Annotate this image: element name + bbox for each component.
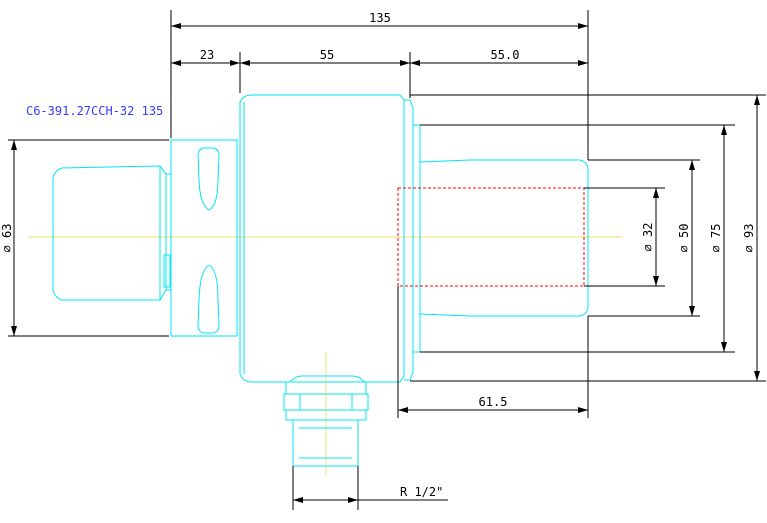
centerlines [28,236,622,475]
dim-thread: R 1/2" [400,485,443,499]
dim-bore-depth: 61.5 [479,395,508,409]
dim-dia-body: ⌀ 93 [742,224,756,253]
dim-shank-length: 23 [200,48,214,62]
dimension-lines [8,10,766,510]
dim-dia-shank: ⌀ 63 [0,224,14,253]
dim-dia-flange: ⌀ 75 [709,224,723,253]
part-outline [52,94,589,467]
dimension-arrows [11,23,760,503]
dim-dia-front: ⌀ 50 [677,224,691,253]
dim-body-length: 55 [320,48,334,62]
dim-dia-bore: ⌀ 32 [641,223,655,252]
hidden-bore [397,187,585,287]
dim-front-length: 55.0 [491,48,520,62]
dim-overall-length: 135 [369,11,391,25]
part-number-label: C6-391.27CCH-32 135 [26,104,163,118]
